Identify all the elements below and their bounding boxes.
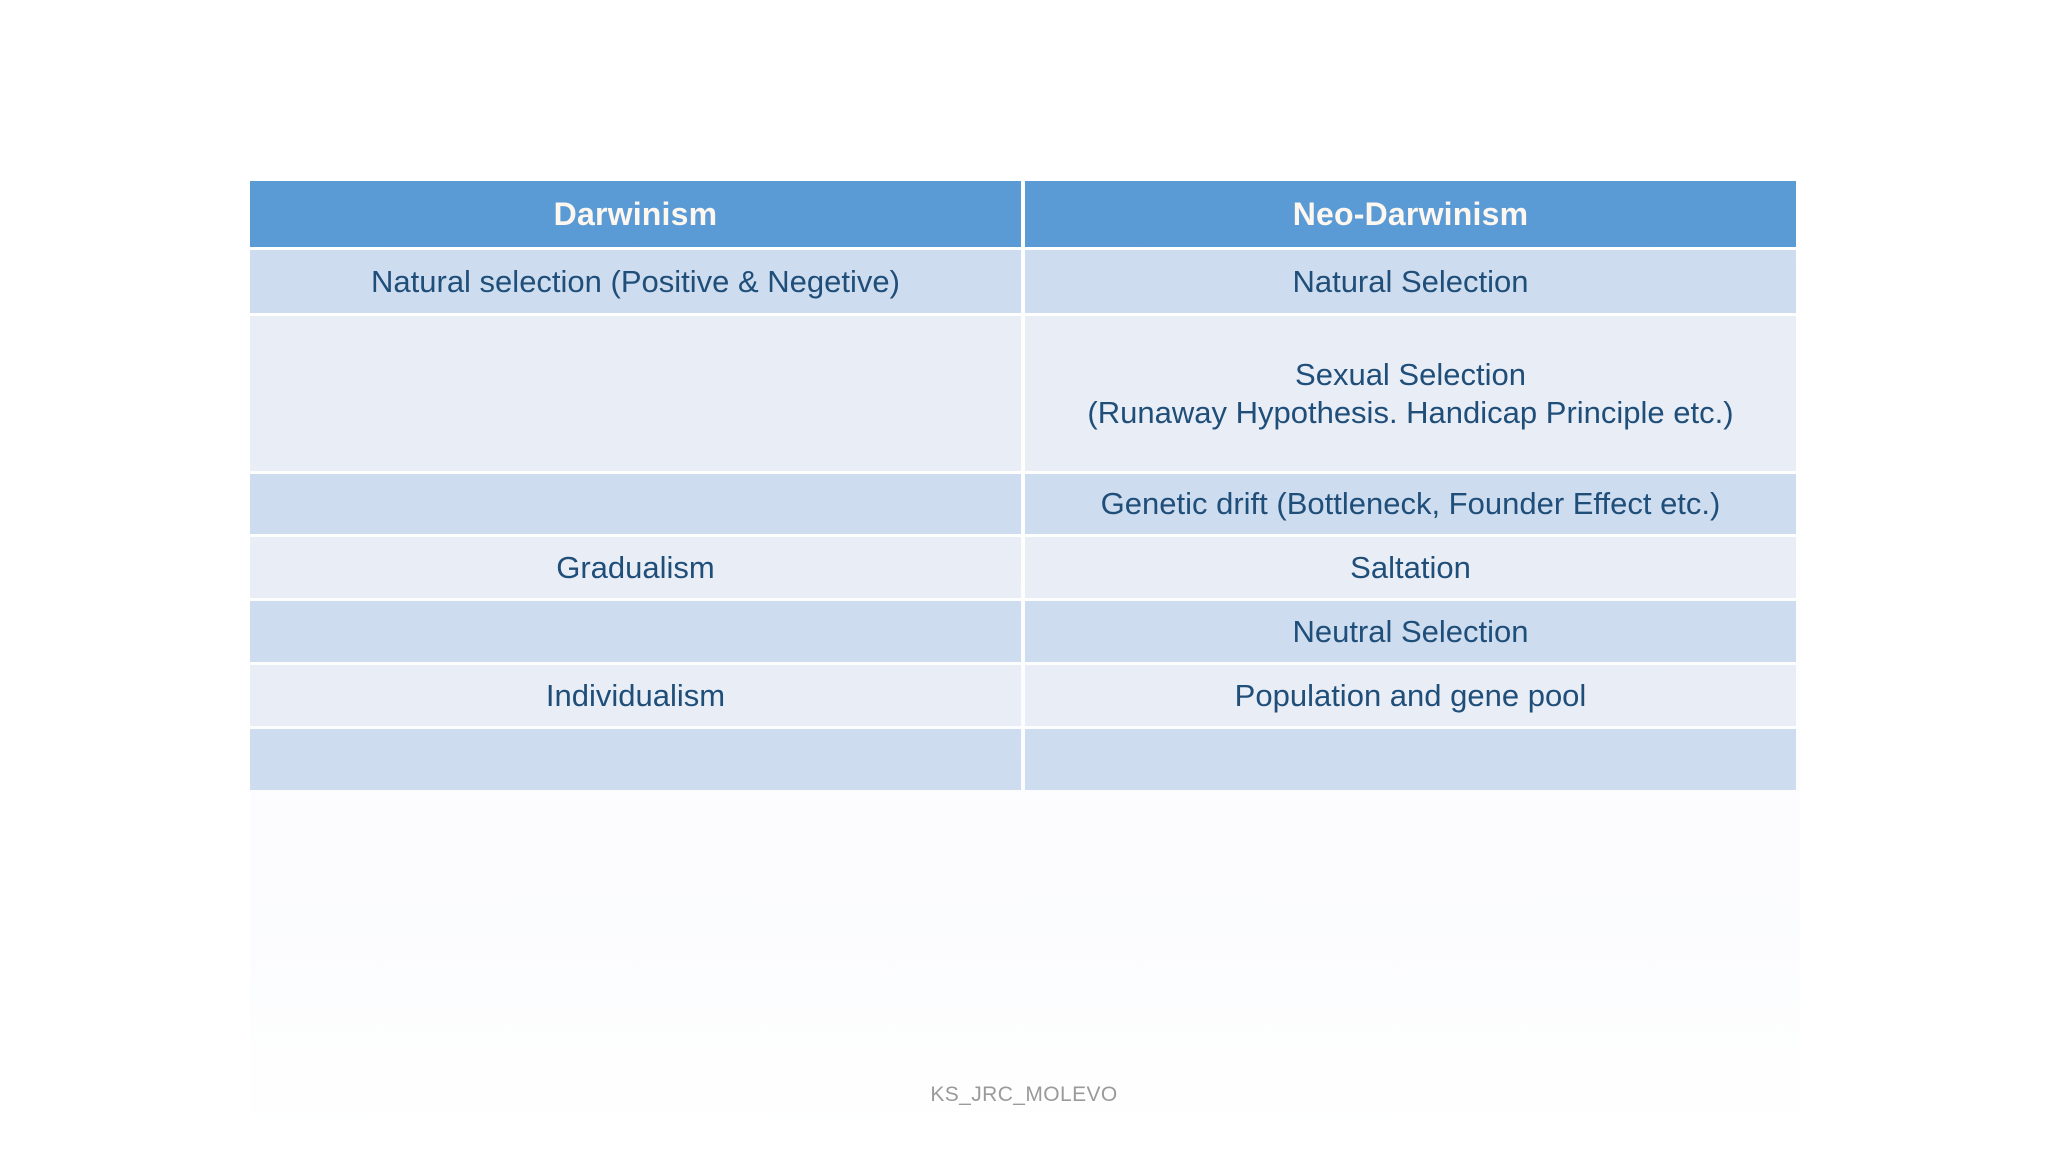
cell-darwinism-3 [250, 474, 1021, 534]
table-row: Natural selection (Positive & Negetive) … [250, 250, 1796, 313]
cell-neo-darwinism-7 [1025, 729, 1796, 790]
table-body: Natural selection (Positive & Negetive) … [250, 250, 1796, 790]
cell-neo-darwinism-2: Sexual Selection (Runaway Hypothesis. Ha… [1025, 316, 1796, 471]
comparison-table-container: Darwinism Neo-Darwinism Natural selectio… [250, 181, 1800, 790]
cell-darwinism-6: Individualism [250, 665, 1021, 726]
table-row: Individualism Population and gene pool [250, 665, 1796, 726]
table-row: Genetic drift (Bottleneck, Founder Effec… [250, 474, 1796, 534]
cell-darwinism-4: Gradualism [250, 537, 1021, 598]
table-header: Darwinism Neo-Darwinism [250, 181, 1796, 247]
cell-neo-darwinism-1: Natural Selection [1025, 250, 1796, 313]
cell-neo-darwinism-5: Neutral Selection [1025, 601, 1796, 662]
darwinism-comparison-table: Darwinism Neo-Darwinism Natural selectio… [246, 178, 1800, 793]
cell-darwinism-2 [250, 316, 1021, 471]
column-header-neo-darwinism: Neo-Darwinism [1025, 181, 1796, 247]
cell-neo-darwinism-4: Saltation [1025, 537, 1796, 598]
table-header-row: Darwinism Neo-Darwinism [250, 181, 1796, 247]
table-row: Gradualism Saltation [250, 537, 1796, 598]
table-row: Sexual Selection (Runaway Hypothesis. Ha… [250, 316, 1796, 471]
cell-darwinism-7 [250, 729, 1021, 790]
column-header-darwinism: Darwinism [250, 181, 1021, 247]
slide-footer: KS_JRC_MOLEVO [930, 1083, 1118, 1106]
table-row: Neutral Selection [250, 601, 1796, 662]
table-row [250, 729, 1796, 790]
cell-darwinism-1: Natural selection (Positive & Negetive) [250, 250, 1021, 313]
cell-darwinism-5 [250, 601, 1021, 662]
cell-neo-darwinism-3: Genetic drift (Bottleneck, Founder Effec… [1025, 474, 1796, 534]
cell-neo-darwinism-6: Population and gene pool [1025, 665, 1796, 726]
